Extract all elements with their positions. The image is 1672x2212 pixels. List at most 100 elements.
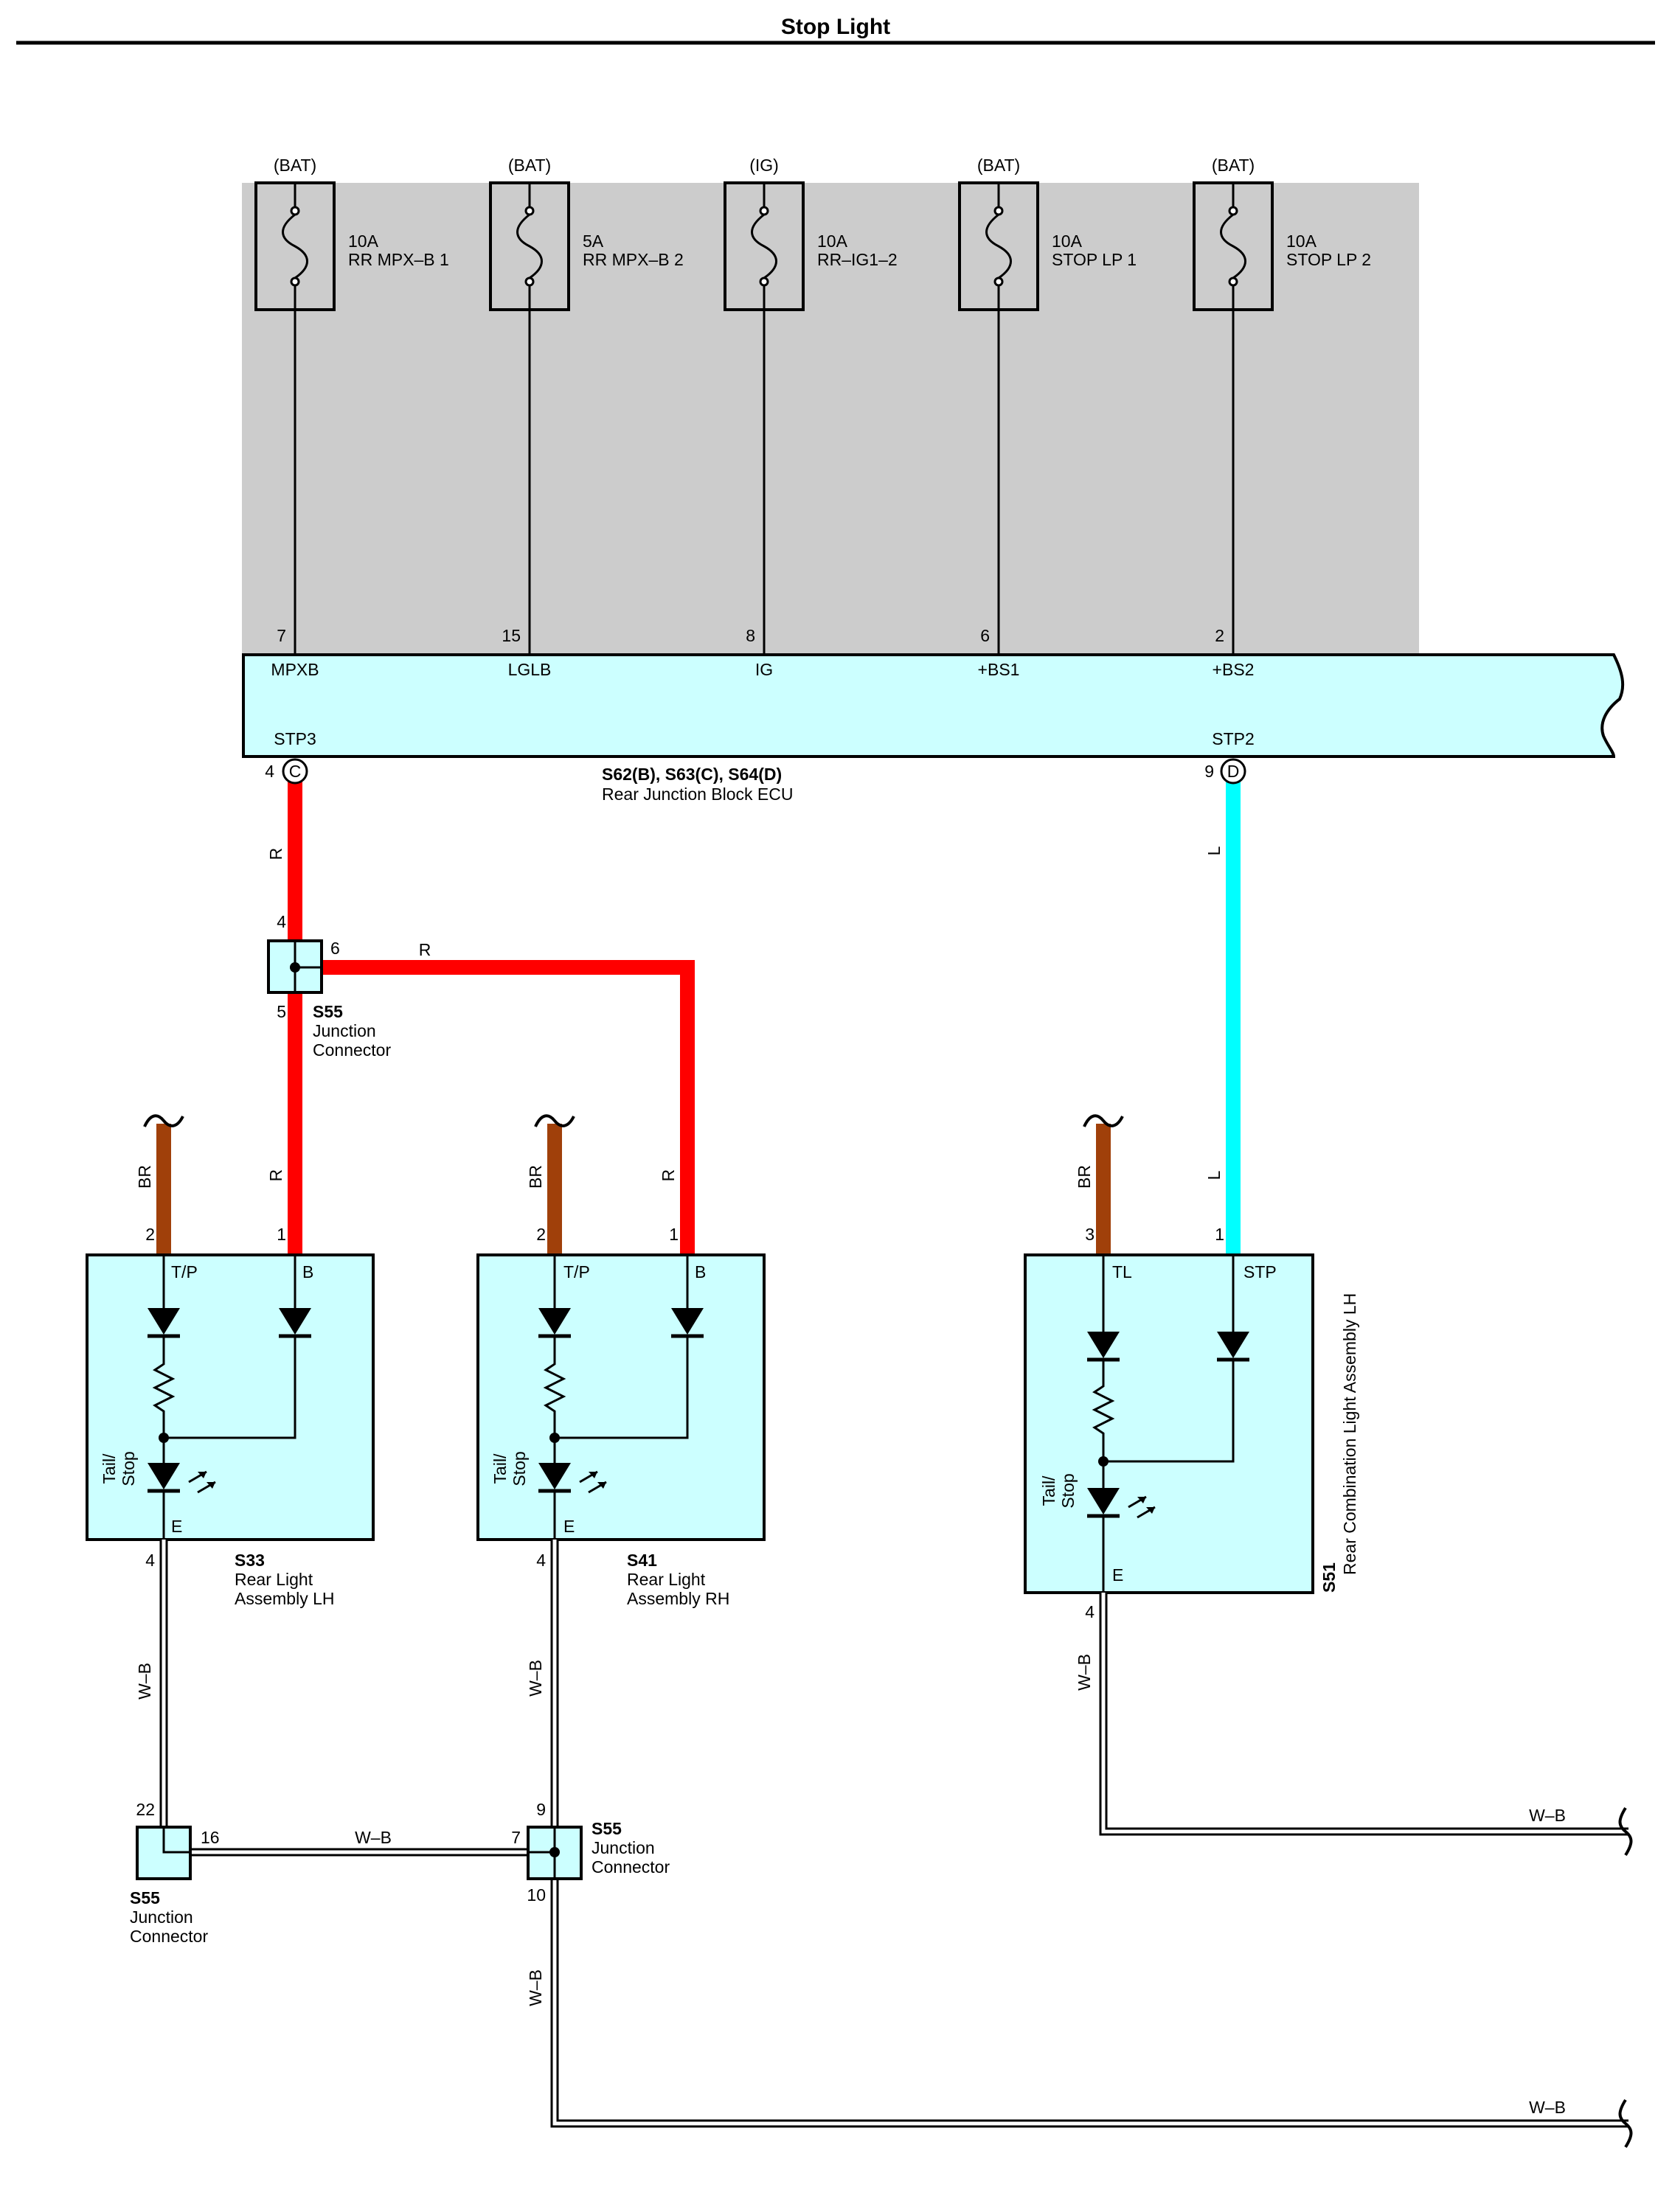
junction-pin: 16 — [201, 1828, 220, 1847]
lamp-function-2: Stop — [119, 1451, 138, 1486]
fuse-rating: 10A — [1286, 232, 1317, 251]
ecu-terminal: MPXB — [271, 660, 319, 679]
junction-code: S55 — [130, 1888, 160, 1907]
junction-connector-bottom-middle: 9 7 10 S55 Junction Connector — [511, 1800, 670, 1905]
ecu-terminal: +BS1 — [978, 660, 1020, 679]
lamp-pin: 1 — [1215, 1225, 1224, 1244]
fuse-rating: 5A — [583, 232, 604, 251]
wire-color-r: R — [266, 1169, 285, 1182]
fuse-source: (IG) — [749, 156, 779, 175]
svg-text:C: C — [289, 762, 302, 781]
lamp-function-1: Tail/ — [1039, 1475, 1058, 1506]
ecu-connector-c: C 4 — [265, 758, 308, 785]
ground-wire-rh — [550, 1540, 1628, 2128]
lamp-name: Rear Combination Light Assembly LH — [1340, 1293, 1359, 1575]
rear-junction-block-ecu — [242, 653, 1625, 758]
brown-wire-rh — [534, 1114, 575, 1255]
fuse-3: (IG) 10A RR–IG1–2 8 IG — [724, 156, 898, 679]
fuse-source: (BAT) — [977, 156, 1020, 175]
junction-code: S55 — [592, 1819, 622, 1838]
fuse-2: (BAT) 5A RR MPX–B 2 15 LGLB — [489, 156, 684, 679]
lamp-terminal: B — [695, 1262, 706, 1281]
wire-color-l: L — [1204, 846, 1224, 855]
red-wire-r — [288, 780, 695, 1255]
junction-name-1: Junction — [313, 1021, 376, 1040]
junction-pin: 7 — [511, 1828, 521, 1847]
ecu-terminal: IG — [755, 660, 773, 679]
junction-name-1: Junction — [130, 1907, 193, 1927]
lamp-terminal: B — [302, 1262, 313, 1281]
lamp-code: S41 — [627, 1551, 657, 1570]
junction-pin: 9 — [536, 1800, 546, 1819]
lamp-name-2: Assembly LH — [235, 1589, 334, 1608]
fuse-source: (BAT) — [508, 156, 551, 175]
lamp-terminal: E — [171, 1517, 182, 1536]
lamp-terminal: E — [1112, 1565, 1123, 1585]
fuse-pin: 6 — [980, 626, 990, 645]
ecu-terminal: LGLB — [508, 660, 552, 679]
wire-color-r: R — [659, 1169, 678, 1182]
fuse-1: (BAT) 10A RR MPX–B 1 7 MPXB — [254, 156, 449, 679]
wire-color-wb: W–B — [1529, 1806, 1566, 1825]
ecu-terminal-stp2: STP2 — [1212, 729, 1255, 748]
junction-name-2: Connector — [130, 1927, 208, 1946]
lamp-pin: 2 — [536, 1225, 546, 1244]
lamp-name-1: Rear Light — [627, 1570, 706, 1589]
fuse-source: (BAT) — [1212, 156, 1255, 175]
rear-light-assembly-rh: 2 1 T/P B Tail/ Stop E 4 S41 Rear Light … — [476, 1225, 766, 1608]
fuse-pin: 2 — [1215, 626, 1224, 645]
lamp-pin: 2 — [145, 1225, 155, 1244]
lamp-pin: 4 — [536, 1551, 546, 1570]
lamp-terminal: E — [563, 1517, 575, 1536]
fuse-4: (BAT) 10A STOP LP 1 6 +BS1 — [958, 156, 1137, 679]
brown-wire-combo — [1083, 1114, 1124, 1255]
junction-pin: 10 — [527, 1885, 546, 1905]
wire-color-r: R — [419, 940, 431, 959]
junction-pin: 22 — [136, 1800, 155, 1819]
junction-code: S55 — [313, 1002, 343, 1021]
junction-pin: 5 — [277, 1002, 286, 1021]
fuse-name: RR–IG1–2 — [817, 250, 898, 269]
lamp-pin: 3 — [1085, 1225, 1095, 1244]
wire-break-mark — [1618, 1806, 1633, 1857]
ecu-name: Rear Junction Block ECU — [602, 785, 794, 804]
lamp-terminal: T/P — [563, 1262, 590, 1281]
fuse-name: STOP LP 1 — [1052, 250, 1137, 269]
lamp-name-2: Assembly RH — [627, 1589, 729, 1608]
lamp-code: S33 — [235, 1551, 265, 1570]
fuse-pin: 7 — [277, 626, 286, 645]
fuse-rating: 10A — [1052, 232, 1083, 251]
fuse-name: RR MPX–B 1 — [348, 250, 449, 269]
fuse-source: (BAT) — [274, 156, 316, 175]
wire-color-wb: W–B — [526, 1660, 545, 1697]
lamp-pin: 4 — [145, 1551, 155, 1570]
brown-wire-lh — [143, 1114, 184, 1255]
junction-name-2: Connector — [592, 1857, 670, 1877]
ground-wire-lh — [159, 1540, 528, 1857]
lamp-code: S51 — [1319, 1562, 1339, 1593]
wire-color-wb: W–B — [135, 1663, 154, 1700]
junction-pin: 6 — [330, 939, 340, 958]
lamp-pin: 1 — [669, 1225, 679, 1244]
wire-color-l: L — [1204, 1170, 1224, 1180]
wire-color-wb: W–B — [1075, 1654, 1094, 1691]
junction-connector-bottom-left: 22 16 S55 Junction Connector — [130, 1800, 220, 1946]
svg-text:D: D — [1227, 762, 1240, 781]
ecu-connector-d: D 9 — [1204, 758, 1246, 785]
ecu-terminal: +BS2 — [1213, 660, 1255, 679]
ecu-pin: 9 — [1204, 762, 1214, 781]
lamp-terminal: T/P — [171, 1262, 198, 1281]
junction-name-2: Connector — [313, 1040, 391, 1060]
lamp-function-1: Tail/ — [490, 1453, 510, 1484]
fuse-5: (BAT) 10A STOP LP 2 2 +BS2 — [1193, 156, 1371, 679]
wire-color-br: BR — [526, 1165, 545, 1189]
ecu-pin: 4 — [265, 762, 274, 781]
lamp-name-1: Rear Light — [235, 1570, 313, 1589]
wire-break-mark — [1618, 2098, 1633, 2149]
lamp-pin: 4 — [1085, 1602, 1095, 1621]
fuse-name: RR MPX–B 2 — [583, 250, 684, 269]
wire-color-r: R — [266, 848, 285, 860]
wire-color-br: BR — [1075, 1165, 1094, 1189]
wire-color-wb: W–B — [526, 1969, 545, 2006]
